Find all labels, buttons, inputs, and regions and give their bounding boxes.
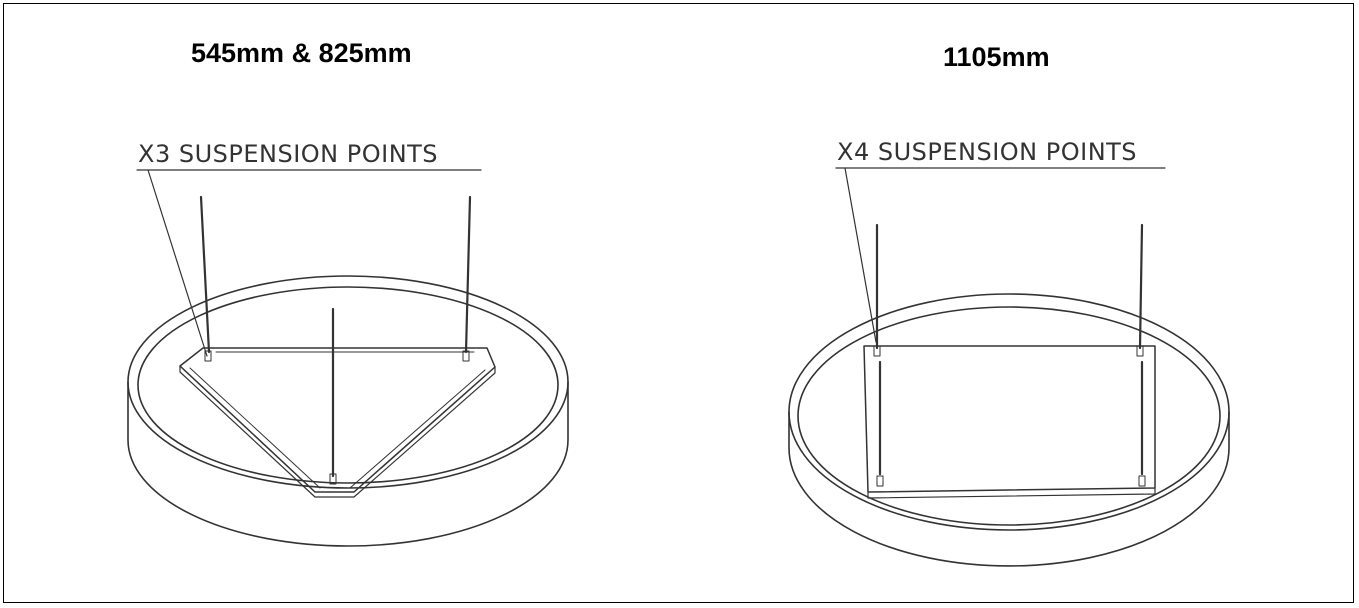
right-wire-2 [1138,223,1144,350]
panel-right-callout: X4 SUSPENSION POINTS [837,138,1138,166]
right-suspension-point-4 [1138,475,1146,487]
left-wire-2 [464,195,472,354]
right-suspension-point-3 [876,475,884,487]
right-callout-leader [844,167,877,343]
right-tray-outer-rim [788,293,1230,531]
right-rect-plate-top [863,345,1156,493]
left-tray-side-wall [127,381,569,547]
left-suspension-point-1 [204,350,212,362]
left-tray-inner-rim [137,286,559,484]
left-callout-leader [147,169,208,357]
left-triangle-plate-edge [179,365,496,498]
left-tray-outer-rim [127,275,569,489]
left-assembly [127,169,569,547]
left-triangle-inner-edge [189,351,486,489]
left-suspension-point-2 [462,350,470,362]
panel-left-callout: X3 SUSPENSION POINTS [138,140,439,168]
left-wire-1 [199,195,211,354]
left-suspension-point-3 [329,473,337,485]
right-rect-plate-edge [867,487,1156,499]
right-suspension-point-1 [873,345,881,357]
right-suspension-point-2 [1136,345,1144,357]
right-tray-inner-rim [797,306,1221,526]
panel-left-title: 545mm & 825mm [191,38,412,68]
right-tray-side-wall [788,411,1230,567]
diagram-frame [3,3,1354,603]
right-assembly [788,167,1230,567]
panel-right-title: 1105mm [943,42,1050,72]
